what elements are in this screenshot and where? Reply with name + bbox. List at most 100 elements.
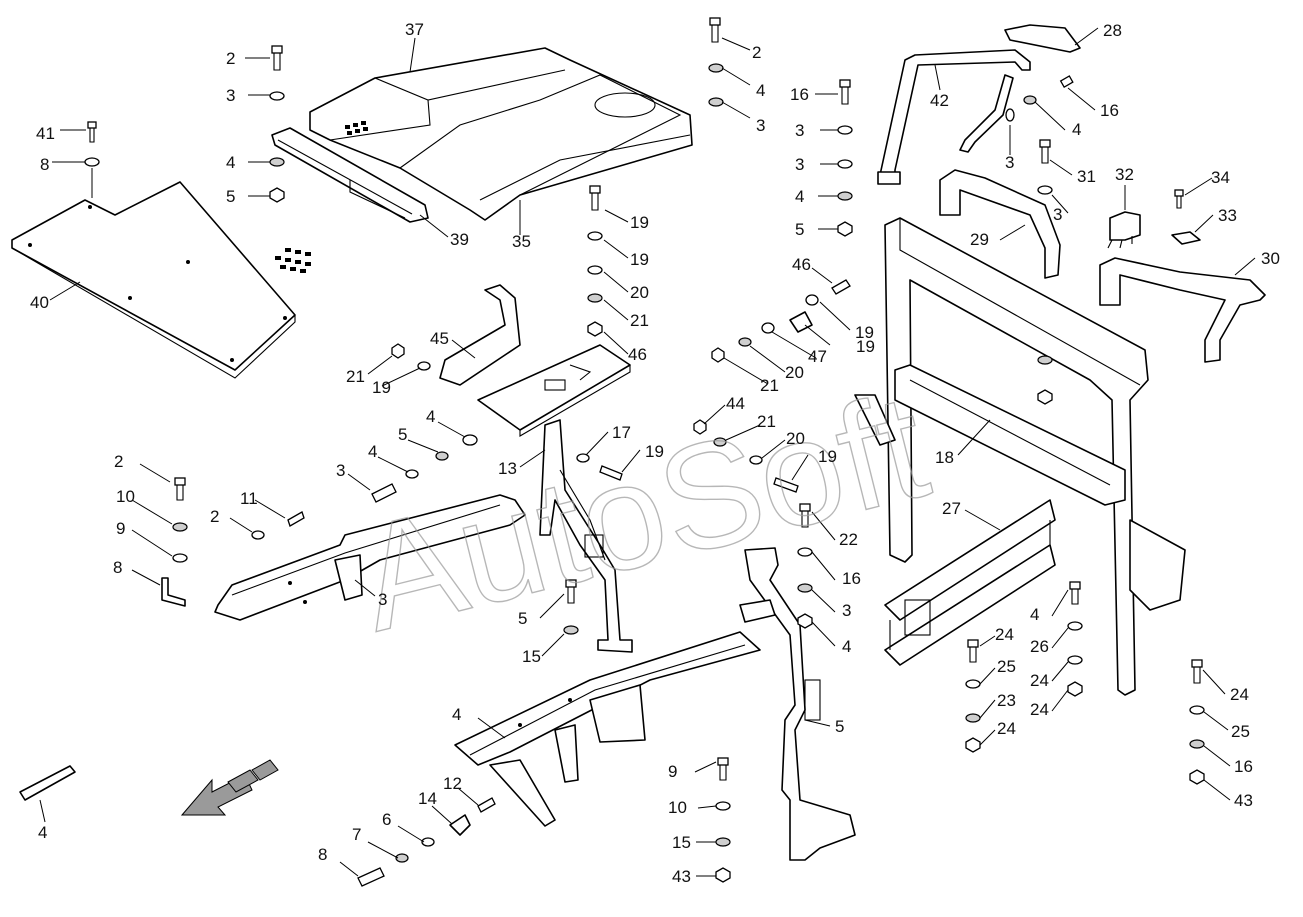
callout-number: 3	[842, 601, 851, 620]
callout-number: 3	[226, 86, 235, 105]
callout-number: 39	[450, 230, 469, 249]
callout-number: 11	[240, 489, 258, 508]
callout-number: 25	[1231, 722, 1250, 741]
callout-number: 12	[443, 774, 462, 793]
callout-number: 4	[795, 187, 804, 206]
callout-number: 15	[672, 833, 691, 852]
cover-part-28	[1004, 24, 1081, 53]
callout-number: 3	[1053, 205, 1062, 224]
arm-part-12	[454, 631, 761, 827]
callout-number: 9	[116, 519, 125, 538]
callout-number: 21	[630, 311, 649, 330]
callout-number: 25	[997, 657, 1016, 676]
callout-number: 16	[1234, 757, 1253, 776]
callout-number: 20	[785, 363, 804, 382]
callout-number: 19	[372, 378, 391, 397]
callout-number: 24	[997, 719, 1016, 738]
callout-number: 4	[368, 442, 377, 461]
callout-number: 5	[398, 425, 407, 444]
callout-number: 33	[1218, 206, 1237, 225]
callout-number: 3	[756, 116, 765, 135]
floor-plate-part-40	[11, 181, 311, 379]
callout-number: 37	[405, 20, 424, 39]
callout-number: 2	[210, 507, 219, 526]
callout-number: 7	[352, 825, 361, 844]
rod-part-48	[19, 765, 76, 801]
callout-number: 22	[839, 530, 858, 549]
callout-number: 5	[226, 187, 235, 206]
callout-number: 4	[756, 81, 765, 100]
callout-number: 19	[818, 447, 837, 466]
callout-number: 4	[1072, 120, 1081, 139]
direction-arrow-icon	[180, 759, 279, 816]
callout-number: 17	[612, 423, 631, 442]
bracket-part-30	[1099, 257, 1266, 363]
callout-number: 21	[346, 367, 365, 386]
callout-number: 19	[630, 213, 649, 232]
callout-number: 14	[418, 789, 437, 808]
callout-number: 4	[38, 823, 47, 842]
callout-number: 2	[752, 43, 761, 62]
callout-number: 8	[40, 155, 49, 174]
bracket-part-14	[739, 547, 856, 861]
callout-number: 24	[1230, 685, 1249, 704]
callout-number: 26	[1030, 637, 1049, 656]
callout-number: 29	[970, 230, 989, 249]
callout-number: 24	[1030, 700, 1049, 719]
crossmember-part-22	[884, 499, 1056, 666]
callout-number: 32	[1115, 165, 1134, 184]
callout-number: 3	[378, 590, 387, 609]
callout-number: 24	[1030, 671, 1049, 690]
callout-number: 20	[786, 429, 805, 448]
callout-number: 2	[114, 452, 123, 471]
callout-number: 24	[995, 625, 1014, 644]
arm-part-13	[214, 494, 526, 621]
callout-number: 2	[226, 49, 235, 68]
callout-number: 40	[30, 293, 49, 312]
callout-number: 15	[522, 647, 541, 666]
callout-number: 19	[856, 337, 875, 356]
callout-number: 31	[1077, 167, 1096, 186]
callout-number: 16	[1100, 101, 1119, 120]
callout-number: 3	[1005, 153, 1014, 172]
pillar-part-17	[539, 419, 633, 653]
callout-number: 47	[808, 347, 827, 366]
callout-number: 44	[726, 394, 745, 413]
callout-number: 19	[855, 323, 874, 342]
callout-number: 3	[336, 461, 345, 480]
callout-number: 10	[668, 798, 687, 817]
callout-number: 30	[1261, 249, 1280, 268]
leader-lines	[39, 27, 1256, 877]
callout-number: 6	[382, 810, 391, 829]
callout-number: 23	[997, 691, 1016, 710]
callout-number: 4	[426, 407, 435, 426]
plate-part-33	[1171, 231, 1201, 245]
callout-number: 8	[318, 845, 327, 864]
callout-number: 21	[760, 376, 779, 395]
callout-number: 10	[116, 487, 135, 506]
callout-number: 41	[36, 124, 55, 143]
callout-number: 5	[835, 717, 844, 736]
callout-number: 4	[842, 637, 851, 656]
callout-number: 21	[757, 412, 776, 431]
bracket-part-29	[939, 169, 1061, 279]
callout-number: 3	[795, 155, 804, 174]
callout-number: 46	[628, 345, 647, 364]
callout-number: 3	[795, 121, 804, 140]
callout-number: 9	[668, 762, 677, 781]
callout-number: 42	[930, 91, 949, 110]
callout-number: 16	[790, 85, 809, 104]
switch-part-32	[1107, 211, 1141, 249]
callout-number: 5	[518, 609, 527, 628]
callout-number: 34	[1211, 168, 1230, 187]
bracket-rail-part-39	[271, 127, 429, 223]
callout-number: 35	[512, 232, 531, 251]
callout-number: 4	[226, 153, 235, 172]
hardware-fasteners	[84, 17, 1205, 887]
callout-number: 13	[498, 459, 517, 478]
callout-number: 19	[645, 442, 664, 461]
callout-number: 27	[942, 499, 961, 518]
